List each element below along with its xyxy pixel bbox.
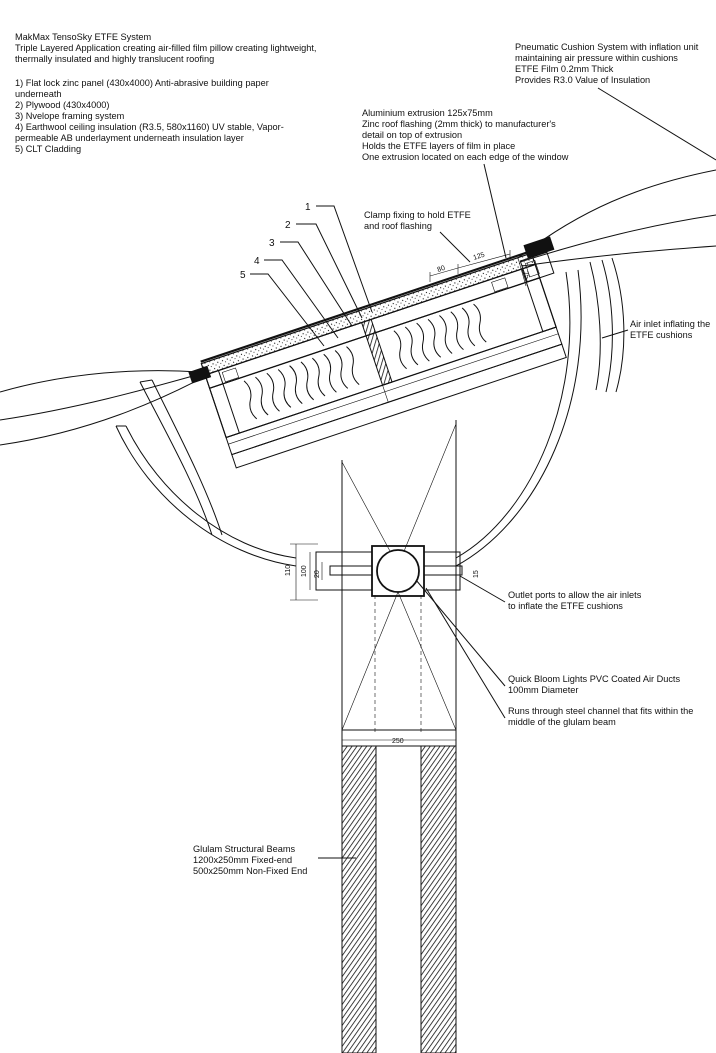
system-note: MakMax TensoSky ETFE System Triple Layer… [15, 32, 319, 64]
clamp-fixing-note: Clamp fixing to hold ETFE and roof flash… [364, 210, 473, 231]
dim-250: 250 [392, 738, 404, 745]
pneumatic-cushion-note: Pneumatic Cushion System with inflation … [515, 42, 701, 85]
steel-channel-note: Runs through steel channel that fits wit… [508, 706, 696, 727]
dim-110: 110 [285, 565, 292, 576]
note-leaders [318, 87, 716, 859]
outlet-hose-right [455, 269, 582, 567]
callout-3: 3 [269, 238, 275, 249]
dim-75: 75 [521, 270, 530, 280]
etfe-membrane-left [0, 370, 205, 446]
air-inlet-tube-right [589, 257, 625, 393]
glulam-beams-note: Glulam Structural Beams 1200x250mm Fixed… [193, 844, 307, 876]
air-inlet-note: Air inlet inflating the ETFE cushions [630, 319, 713, 340]
air-duct-junction [290, 543, 463, 601]
air-inlet-tube-left [139, 379, 223, 536]
dim-125: 125 [472, 252, 485, 262]
outlet-ports-note: Outlet ports to allow the air inlets to … [508, 590, 644, 611]
dim-20: 20 [314, 570, 321, 578]
top-dimensions [429, 250, 527, 287]
callout-1: 1 [305, 202, 311, 213]
layers-legend-note: 1) Flat lock zinc panel (430x4000) Anti-… [15, 78, 286, 154]
callout-leaders [250, 205, 373, 347]
glulam-column [341, 420, 457, 1053]
air-ducts-note: Quick Bloom Lights PVC Coated Air Ducts … [508, 674, 683, 695]
aluminium-extrusion-note: Aluminium extrusion 125x75mm Zinc roof f… [362, 108, 569, 162]
callout-5: 5 [240, 270, 246, 281]
dim-15: 15 [473, 570, 480, 578]
callout-2: 2 [285, 220, 291, 231]
outlet-hose-left [115, 425, 297, 567]
dim-100: 100 [301, 565, 308, 577]
callout-4: 4 [254, 256, 260, 267]
roof-panel-assembly [188, 236, 567, 469]
dim-80: 80 [436, 265, 446, 274]
